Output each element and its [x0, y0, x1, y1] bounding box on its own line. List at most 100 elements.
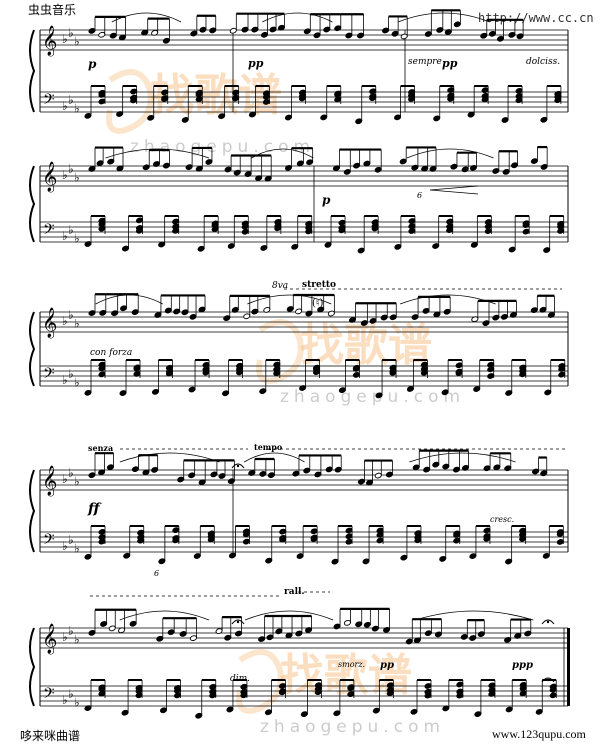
watermark-url: zhaogepu.com: [280, 387, 465, 407]
watermark-logo: 找歌谱: [300, 320, 432, 371]
header-url: http://www.cc.cn: [478, 11, 594, 25]
flat-icon: ♭: [68, 367, 74, 381]
flat-icon: ♭: [68, 308, 74, 322]
watermark-swirl: [256, 319, 304, 384]
expression-stretto: stretto: [302, 280, 337, 290]
flat-icon: ♭: [62, 693, 68, 707]
flat-icon: ♭: [74, 633, 80, 647]
flat-icon: ♭: [68, 533, 74, 547]
flat-icon: ♭: [62, 630, 68, 644]
watermark-logo: 找歌谱: [150, 70, 282, 121]
treble-clef-icon: 𝄞: [42, 161, 57, 193]
ottava-mark: 8va: [272, 281, 289, 291]
flat-icon: ♭: [62, 168, 68, 182]
slur: [262, 12, 333, 23]
flat-icon: ♭: [68, 223, 74, 237]
treble-clef-icon: 𝄞: [42, 623, 57, 655]
fermata-dot: [546, 620, 550, 624]
expression-con-forza: con forza: [90, 348, 133, 358]
fermata-icon: [541, 619, 555, 625]
footer-source-label: 哆来咪曲谱: [20, 729, 81, 743]
flat-icon: ♭: [68, 466, 74, 480]
flat-icon: ♭: [62, 472, 68, 486]
slur: [415, 610, 534, 621]
expression-smorz: smorz.: [338, 660, 366, 669]
flat-icon: ♭: [62, 539, 68, 553]
flat-icon: ♭: [74, 171, 80, 185]
slur: [119, 452, 220, 463]
flat-icon: ♭: [74, 696, 80, 710]
slur: [244, 452, 305, 463]
flat-icon: ♭: [74, 35, 80, 49]
expression-dim: dim.: [230, 674, 251, 684]
slur: [397, 12, 490, 23]
cautionary-natural: (♮): [312, 298, 324, 309]
final-barline-thick: [567, 628, 570, 706]
expression-dolciss: dolciss.: [526, 57, 561, 67]
fermata-icon: [541, 677, 555, 683]
bass-clef-icon: 𝄢: [43, 685, 55, 706]
flat-icon: ♭: [62, 32, 68, 46]
footer-url: www.123qupu.com: [492, 727, 586, 741]
expression-cresc: cresc.: [490, 515, 515, 524]
brace: [29, 165, 36, 243]
slur: [119, 610, 209, 621]
watermark-swirl: [236, 649, 284, 714]
brace: [29, 311, 36, 387]
dynamic-p: p: [88, 57, 97, 71]
music-notation: [84, 9, 568, 719]
flat-icon: ♭: [68, 162, 74, 176]
crescendo-hairpin: [429, 185, 479, 195]
flat-icon: ♭: [68, 26, 74, 40]
expression-senza: senza: [88, 443, 114, 453]
fermata-dot: [546, 678, 550, 682]
expression-sempre: sempre: [408, 57, 442, 67]
flat-icon: ♭: [74, 317, 80, 331]
flat-icon: ♭: [62, 99, 68, 113]
fermata-icon: [231, 463, 245, 469]
tuplet-six-2: 6: [154, 569, 160, 578]
flat-icon: ♭: [68, 624, 74, 638]
fermata-dot: [236, 620, 240, 624]
slur: [251, 148, 314, 159]
treble-clef-icon: 𝄞: [42, 307, 57, 339]
flat-icon: ♭: [74, 475, 80, 489]
dynamic-ppp: ppp: [512, 660, 533, 671]
brace: [29, 469, 36, 553]
slur: [406, 148, 494, 159]
flat-icon: ♭: [74, 232, 80, 246]
dynamic-pp-3: pp: [380, 660, 394, 671]
expression-tempo: tempo: [254, 442, 283, 452]
flat-icon: ♭: [68, 93, 74, 107]
bass-clef-icon: 𝄢: [43, 221, 55, 242]
dynamic-p-2: p: [322, 193, 331, 207]
flat-icon: ♭: [68, 687, 74, 701]
watermark-url: zhaogepu.com: [260, 717, 445, 737]
treble-clef-icon: 𝄞: [42, 25, 57, 57]
slur: [247, 294, 332, 305]
bass-clef-icon: 𝄢: [43, 365, 55, 386]
dynamic-ff: ff: [88, 501, 100, 517]
header-source-label: 虫虫音乐: [28, 3, 77, 17]
flat-icon: ♭: [62, 373, 68, 387]
bass-clef-icon: 𝄢: [43, 91, 55, 112]
expression-rall: rall.: [284, 587, 305, 597]
slur: [399, 294, 496, 305]
flat-icon: ♭: [74, 542, 80, 556]
slur: [111, 12, 182, 23]
dynamic-pp-2: pp: [442, 57, 458, 70]
watermark-swirl: [106, 69, 154, 134]
flat-icon: ♭: [74, 376, 80, 390]
brace: [29, 627, 36, 707]
brace: [29, 29, 36, 113]
flat-icon: ♭: [62, 314, 68, 328]
slur: [244, 610, 334, 621]
fermata-dot: [236, 464, 240, 468]
flat-icon: ♭: [74, 102, 80, 116]
flat-icon: ♭: [62, 229, 68, 243]
tuplet-six: 6: [417, 191, 423, 200]
treble-clef-icon: 𝄞: [42, 465, 57, 497]
bass-clef-icon: 𝄢: [43, 531, 55, 552]
